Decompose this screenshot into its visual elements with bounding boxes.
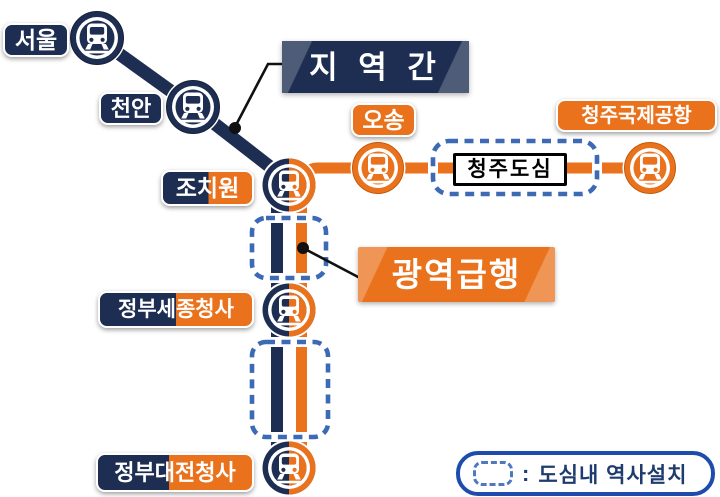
- intercity-banner: 지 역 간: [282, 41, 469, 93]
- station-icon-osong: [350, 140, 406, 196]
- express-callout: [297, 242, 361, 280]
- dashed-zone-icon: [473, 461, 513, 486]
- station-label-osong: 오송: [351, 103, 416, 137]
- station-label-seoul: 서울: [3, 23, 69, 57]
- downtown-zone-jochiwon-sejong: [247, 213, 331, 283]
- cheongju-downtown-label: 청주도심: [453, 153, 567, 186]
- station-label-gov-daejeon: 정부대전청사: [96, 453, 254, 492]
- station-label-cheongju-airport: 청주국제공항: [556, 99, 717, 132]
- station-icon-seoul: [68, 9, 126, 67]
- station-icon-gov-sejong: [260, 281, 318, 339]
- legend: : 도심내 역사설치: [456, 451, 715, 496]
- downtown-zone-cheongju: [428, 136, 602, 199]
- downtown-zone-sejong-daejeon: [247, 337, 333, 442]
- intercity-callout: [229, 62, 283, 134]
- station-icon-cheongju-airport: [622, 140, 678, 196]
- station-label-cheonan: 천안: [99, 92, 163, 125]
- station-label-jochiwon: 조치원: [161, 170, 254, 206]
- station-icon-jochiwon: [260, 156, 318, 214]
- express-banner: 광역급행: [358, 247, 555, 302]
- station-icon-cheonan: [164, 78, 222, 136]
- station-icon-gov-daejeon: [260, 439, 318, 497]
- station-label-gov-sejong: 정부세종청사: [98, 291, 254, 328]
- legend-label: 도심내 역사설치: [538, 463, 688, 487]
- legend-separator: :: [522, 460, 530, 486]
- express-line: [296, 162, 650, 470]
